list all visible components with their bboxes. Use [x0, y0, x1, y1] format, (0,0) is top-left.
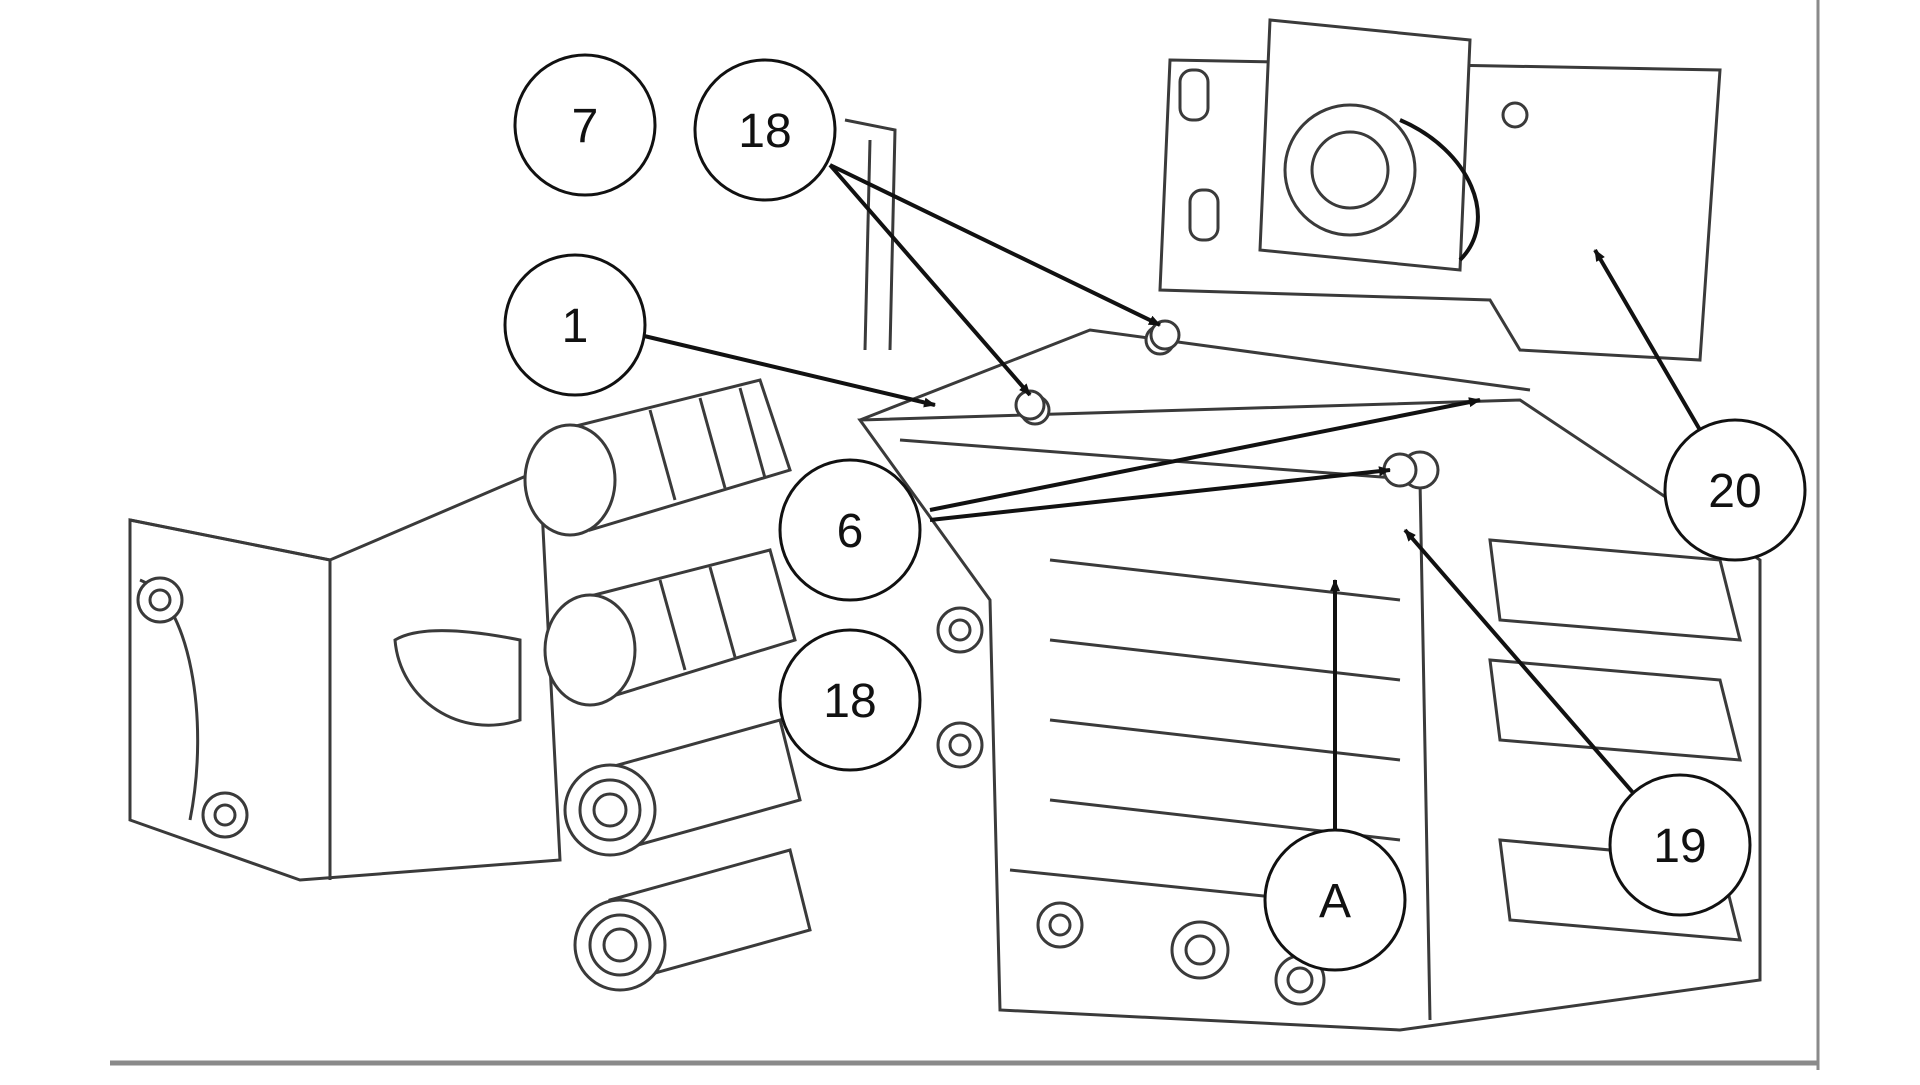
mounting-bracket: [1158, 18, 1722, 362]
solenoid-middle: [543, 548, 797, 707]
callout-A-label: A: [1319, 875, 1351, 928]
callout-19-label: 19: [1653, 820, 1706, 873]
callout-18-bottom-label: 18: [823, 675, 876, 728]
leader-18a-rear: [829, 163, 1161, 327]
callout-20-label: 20: [1708, 465, 1761, 518]
bolt-group: [1014, 319, 1418, 488]
leader-6-bolt: [929, 466, 1391, 522]
support-post: [844, 118, 897, 351]
callout-1-label: 1: [562, 300, 589, 353]
solenoid-upper: [523, 378, 792, 537]
callout-A: A: [1263, 828, 1407, 972]
leader-18a-front: [828, 163, 1032, 397]
bolt-front: [1014, 389, 1046, 421]
leader-19: [1403, 528, 1637, 797]
callout-6: 6: [778, 458, 922, 602]
solenoid-lower: [563, 718, 802, 857]
leader-6-top: [929, 397, 1481, 512]
solenoid-group: [523, 378, 812, 992]
leader-1: [639, 333, 936, 408]
callout-18-top-label: 18: [738, 105, 791, 158]
callout-18-top: 18: [693, 58, 837, 202]
leader-20: [1593, 248, 1702, 432]
callout-20: 20: [1663, 418, 1807, 562]
bolt-rear: [1149, 319, 1181, 351]
transmission-housing: [128, 467, 562, 882]
callout-7-label: 7: [572, 100, 599, 153]
callout-18-bottom: 18: [778, 628, 922, 772]
callout-7: 7: [513, 53, 657, 197]
callout-6-label: 6: [837, 505, 864, 558]
solenoid-bottom: [573, 848, 812, 992]
callout-1: 1: [503, 253, 647, 397]
leader-lines: [639, 163, 1702, 830]
callout-19: 19: [1608, 773, 1752, 917]
